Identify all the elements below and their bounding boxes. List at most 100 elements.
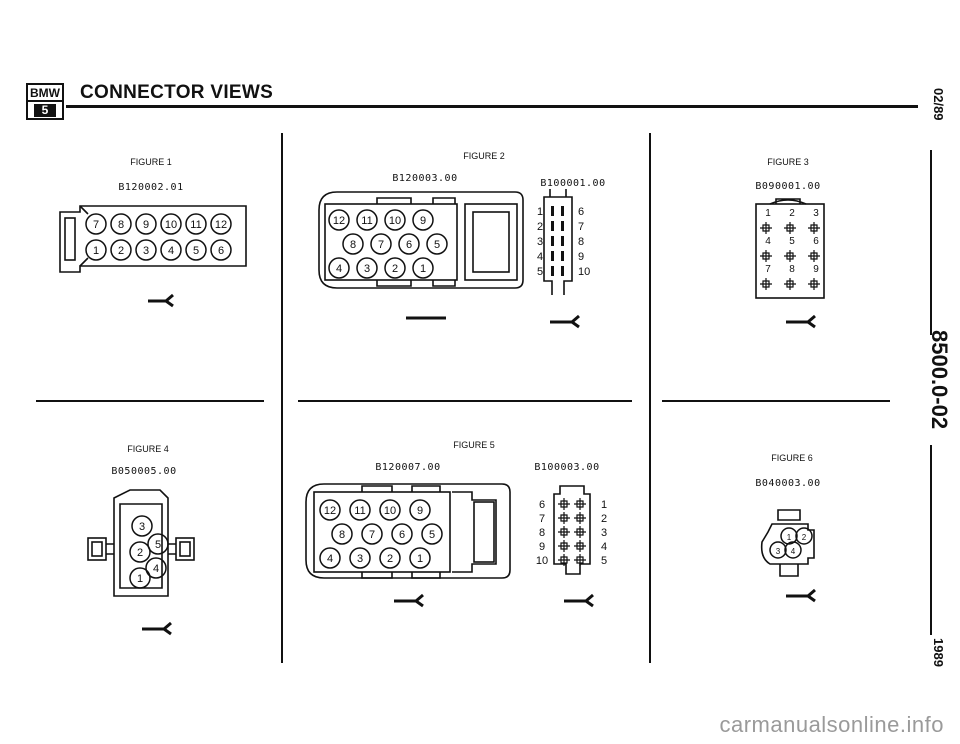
figure-5b-pin: 8 — [539, 527, 545, 539]
page-title: CONNECTOR VIEWS — [80, 82, 274, 103]
connector-orientation-marker-icon — [550, 314, 580, 329]
figure-4-pin-circle — [145, 557, 167, 579]
figure-5-label: FIGURE 5 — [453, 440, 495, 450]
figure-2a-pin: 7 — [378, 239, 384, 251]
grid-divider-right — [649, 133, 651, 663]
figure-3-pin: 5 — [789, 236, 795, 247]
figure-5b-pin: 2 — [601, 513, 607, 525]
bmw-logo: BMW 5 — [26, 83, 64, 120]
figure-2b-blade — [551, 266, 554, 276]
figure-2a-pin-circle — [328, 209, 350, 231]
figure-6-pin-circle — [795, 527, 813, 545]
figure-1-pin-circle — [135, 239, 157, 261]
figure-5a-pin: 12 — [324, 505, 336, 517]
figure-1-pin-circle — [160, 239, 182, 261]
figure-6-pin-circle — [780, 527, 798, 545]
figure-5a-pin: 10 — [384, 505, 396, 517]
figure-1-pin: 3 — [143, 245, 149, 257]
figure-2a-pin-circle — [356, 257, 378, 279]
figure-2a-pin-circle — [342, 233, 364, 255]
figure-5b-pin: 7 — [539, 513, 545, 525]
figure-1-pin: 10 — [165, 219, 177, 231]
figure-1-pin: 11 — [190, 219, 201, 231]
figure-2b-blade — [561, 206, 564, 216]
figure-2-part-number-b: B100001.00 — [540, 178, 606, 189]
figure-5b-pin: 5 — [601, 555, 607, 567]
figure-1-pin: 4 — [168, 245, 174, 257]
figure-3-terminal-icon — [808, 278, 820, 290]
figure-2a-pin-circle — [384, 209, 406, 231]
figure-5a-pin-circle — [319, 547, 341, 569]
figure-3-terminal-icon — [784, 222, 796, 234]
grid-row-divider-left — [36, 400, 264, 402]
logo-series-text: 5 — [34, 104, 56, 117]
figure-5b-terminal-icon — [558, 512, 570, 524]
connector-orientation-marker-icon — [406, 316, 446, 320]
figure-6-part-number: B040003.00 — [755, 478, 821, 489]
figure-6-pin: 2 — [802, 533, 807, 542]
figure-5a-pin: 9 — [417, 505, 423, 517]
figure-2a-pin: 1 — [420, 263, 426, 275]
figure-5b-terminal-icon — [574, 498, 586, 510]
figure-4-pin: 4 — [153, 563, 159, 575]
figure-2a-pin: 6 — [406, 239, 412, 251]
figure-3-terminal-icon — [760, 250, 772, 262]
figure-1-pin: 5 — [193, 245, 199, 257]
connector-orientation-marker-icon — [148, 293, 174, 308]
figure-5a-pin: 4 — [327, 553, 333, 565]
figure-5a-pin: 3 — [357, 553, 363, 565]
figure-1-pin-circle — [85, 213, 107, 235]
figure-1-pin: 8 — [118, 219, 124, 231]
figure-1-part-number: B120002.01 — [118, 182, 184, 193]
figure-2b-pin: 3 — [537, 236, 543, 248]
figure-4-part-number: B050005.00 — [111, 466, 177, 477]
figure-2a-pin: 9 — [420, 215, 426, 227]
figure-1-pin-circle — [185, 239, 207, 261]
figure-5a-pin-circle — [409, 499, 431, 521]
figure-5b-terminal-icon — [558, 526, 570, 538]
figure-2b-pin: 6 — [578, 206, 584, 218]
figure-3-label: FIGURE 3 — [767, 157, 809, 167]
figure-3-pin: 1 — [765, 208, 771, 219]
figure-5a-pin: 7 — [369, 529, 375, 541]
figure-1-pin: 9 — [143, 219, 149, 231]
figure-3-pin: 4 — [765, 236, 771, 247]
figure-2b-blade — [551, 206, 554, 216]
figure-5b-pin: 4 — [601, 541, 607, 553]
figure-5b-pin: 10 — [536, 555, 548, 567]
figure-2a-pin: 2 — [392, 263, 398, 275]
figure-6-pin-circle — [784, 541, 802, 559]
figure-6-pin-circle — [769, 541, 787, 559]
figure-2b-pin: 1 — [537, 206, 543, 218]
figure-1-pin: 2 — [118, 245, 124, 257]
figure-3-terminal-icon — [784, 250, 796, 262]
figure-5b-terminal-icon — [574, 526, 586, 538]
figure-3-terminal-icon — [784, 278, 796, 290]
figure-5b-pin: 1 — [601, 499, 607, 511]
figure-2a-pin-circle — [370, 233, 392, 255]
figure-4-pin-circle — [129, 541, 151, 563]
figure-2-label: FIGURE 2 — [463, 151, 505, 161]
figure-5a-pin-circle — [349, 499, 371, 521]
figure-5a-pin: 8 — [339, 529, 345, 541]
figure-2a-pin-circle — [398, 233, 420, 255]
figure-2a-pin-circle — [356, 209, 378, 231]
figure-3-pin: 6 — [813, 236, 819, 247]
grid-row-divider-right — [662, 400, 890, 402]
figure-2b-pin: 8 — [578, 236, 584, 248]
figure-4-pin: 2 — [137, 547, 143, 559]
figure-5b-terminal-icon — [574, 512, 586, 524]
figure-2b-blade — [561, 221, 564, 231]
figure-2a-pin: 3 — [364, 263, 370, 275]
logo-brand-text: BMW — [28, 86, 62, 102]
figure-3-pin: 3 — [813, 208, 819, 219]
figure-2b-pin: 4 — [537, 251, 543, 263]
figure-5a-pin: 11 — [354, 505, 365, 517]
